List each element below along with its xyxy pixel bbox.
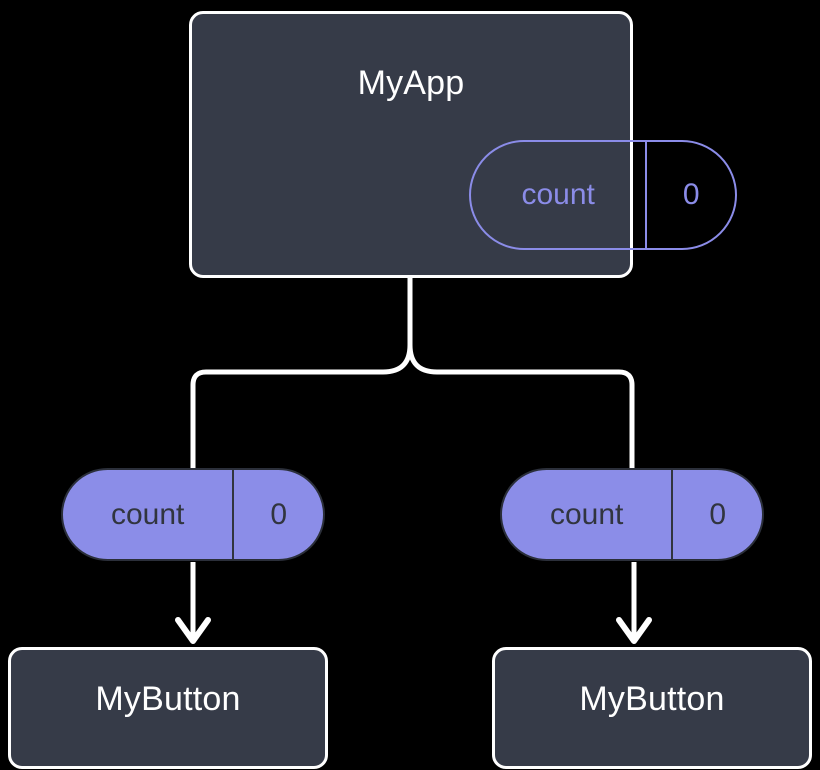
prop-pill-key: count <box>549 497 624 531</box>
prop-pill-key: count <box>110 497 185 531</box>
state-pill-value: 0 <box>645 142 735 248</box>
component-node-mybutton-right[interactable]: MyButton <box>492 647 812 769</box>
prop-pill-value: 0 <box>671 470 762 559</box>
component-node-myapp[interactable]: MyApp count 0 <box>189 11 737 278</box>
state-pill-key: count <box>521 178 595 211</box>
component-title-myapp: MyApp <box>357 64 465 102</box>
component-title-mybutton: MyButton <box>95 680 241 718</box>
fork-connector-path <box>190 275 413 471</box>
prop-pill-left[interactable]: count 0 <box>61 468 325 561</box>
arrow-right-head-icon <box>616 617 652 644</box>
component-title-mybutton: MyButton <box>579 680 725 718</box>
state-pill-myapp[interactable]: count 0 <box>469 140 737 250</box>
component-node-mybutton-left[interactable]: MyButton <box>8 647 328 769</box>
fork-connector-path-right <box>407 342 635 471</box>
prop-pill-right[interactable]: count 0 <box>500 468 764 561</box>
prop-pill-value: 0 <box>232 470 323 559</box>
arrow-left-head-icon <box>175 617 211 644</box>
